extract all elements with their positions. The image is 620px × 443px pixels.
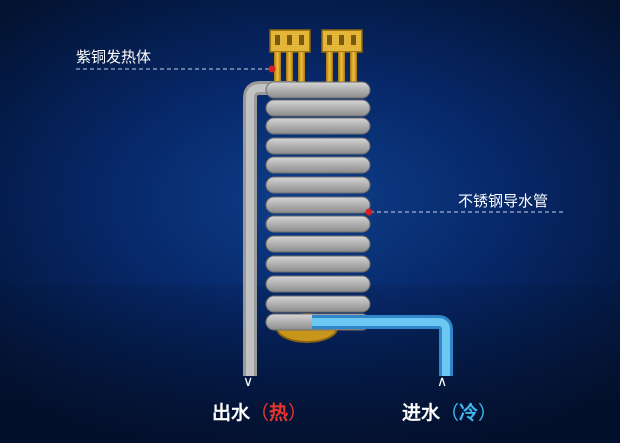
- inlet-chevron-up-icon: ∧: [437, 374, 448, 390]
- copper-terminals: [269, 29, 363, 84]
- outlet-label: 出水（热）: [212, 398, 307, 425]
- inlet-label: 进水（冷）: [402, 398, 497, 425]
- steel-pipe-label: 不锈钢导水管: [458, 192, 549, 210]
- outlet-chevron-down-icon: ∨: [243, 374, 254, 390]
- inlet-text: 进水: [402, 402, 441, 424]
- inlet-paren-open: （: [440, 402, 460, 424]
- outlet-text: 出水: [212, 402, 251, 424]
- copper-heater-label: 紫铜发热体: [76, 48, 152, 66]
- inlet-paren-close: ）: [478, 402, 498, 424]
- inlet-temp: 冷: [459, 402, 479, 424]
- steel-callout-dot: [365, 208, 373, 216]
- copper-callout-dot: [268, 65, 276, 73]
- outlet-temp: 热: [269, 402, 289, 424]
- steel-coil: [265, 81, 371, 331]
- outlet-paren-open: （: [250, 402, 270, 424]
- outlet-paren-close: ）: [288, 402, 308, 424]
